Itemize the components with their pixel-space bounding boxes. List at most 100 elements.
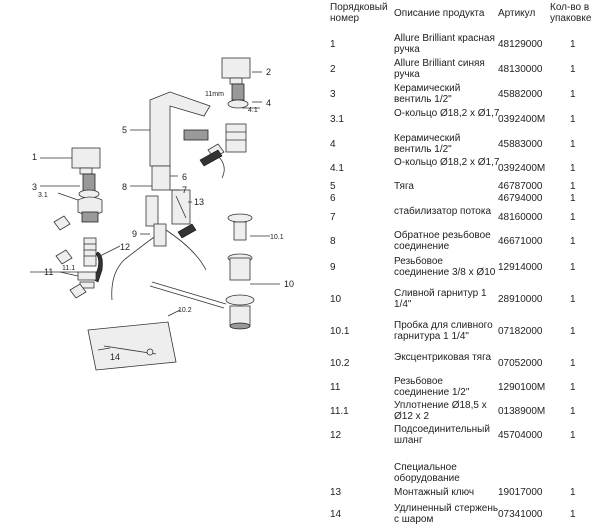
- right-valve-assembly: [207, 57, 251, 159]
- row-num: 10.1: [330, 326, 350, 337]
- callout-3-1: 3.1: [38, 192, 48, 199]
- row-desc: Обратное резьбовое соединение: [394, 230, 491, 252]
- row-article: 0392400M: [498, 163, 546, 174]
- row-desc: Удлиненный стержень с шаром: [394, 503, 499, 525]
- row-qty: 1: [570, 139, 576, 150]
- row-article: 0138900M: [498, 406, 546, 417]
- callout-11-1: 11.1: [62, 265, 75, 272]
- row-num: 6: [330, 193, 336, 204]
- header-desc: Описание продукта: [394, 8, 485, 19]
- row-num: 2: [330, 64, 336, 75]
- row-num: 3.1: [330, 114, 344, 125]
- callout-8: 8: [122, 182, 127, 192]
- row-article: 48130000: [498, 64, 543, 75]
- row-article: 1290100M: [498, 382, 546, 393]
- row-qty: 1: [570, 236, 576, 247]
- row-num: 13: [330, 487, 342, 498]
- special-equipment-heading: Специальное оборудование: [394, 462, 460, 484]
- row-article: 07341000: [498, 509, 543, 520]
- row-num: 10.2: [330, 358, 350, 369]
- row-desc: O-кольцо Ø18,2 x Ø1,7: [394, 157, 500, 168]
- row-qty: 1: [570, 262, 576, 273]
- row-article: 45882000: [498, 89, 543, 100]
- row-desc: Allure Brilliant красная ручка: [394, 33, 495, 55]
- callout-3: 3: [32, 182, 37, 192]
- row-desc: Уплотнение Ø18,5 x Ø12 x 2: [394, 400, 487, 422]
- row-article: 45704000: [498, 430, 543, 441]
- row-num: 5: [330, 181, 336, 192]
- row-qty: 1: [570, 430, 576, 441]
- callout-1: 1: [32, 152, 37, 162]
- row-num: 7: [330, 212, 336, 223]
- header-article: Артикул: [498, 8, 536, 19]
- row-qty: 1: [570, 212, 576, 223]
- row-qty: 1: [570, 358, 576, 369]
- callout-10: 10: [284, 279, 294, 289]
- row-desc: Керамический вентиль 1/2": [394, 133, 461, 155]
- extension-rod: [87, 321, 177, 371]
- row-num: 4: [330, 139, 336, 150]
- row-article: 48160000: [498, 212, 543, 223]
- callout-12: 12: [120, 242, 130, 252]
- row-article: 12914000: [498, 262, 543, 273]
- row-desc: Сливной гарнитур 1 1/4": [394, 288, 487, 310]
- row-article: 45883000: [498, 139, 543, 150]
- row-desc: Тяга: [394, 181, 414, 192]
- callout-13: 13: [194, 197, 204, 207]
- spout-part: [149, 91, 211, 167]
- row-qty: 1: [570, 294, 576, 305]
- faucet-body: [111, 91, 225, 301]
- cartridge-part: [82, 173, 96, 193]
- callout-2: 2: [266, 67, 271, 77]
- drain-plug-part: [227, 213, 253, 223]
- callout-10-2: 10.2: [178, 307, 192, 314]
- row-qty: 1: [570, 326, 576, 337]
- row-desc: Монтажный ключ: [394, 487, 475, 498]
- row-desc: стабилизатор потока: [394, 206, 492, 217]
- row-desc: Подсоединительный шланг: [394, 424, 490, 446]
- row-num: 11: [330, 382, 341, 393]
- row-num: 3: [330, 89, 336, 100]
- row-qty: 1: [570, 39, 576, 50]
- row-article: 07182000: [498, 326, 543, 337]
- row-article: 46794000: [498, 193, 543, 204]
- callout-4-1: 4.1: [248, 107, 258, 114]
- row-num: 4.1: [330, 163, 344, 174]
- blue-handle-part: [221, 57, 251, 79]
- dimension-note: 11mm: [205, 91, 224, 98]
- callout-10-1: 10.1: [270, 234, 284, 241]
- row-qty: 1: [570, 163, 576, 174]
- row-article: 46787000: [498, 181, 543, 192]
- red-handle-part: [71, 147, 101, 169]
- connector-part: [83, 237, 97, 267]
- row-num: 12: [330, 430, 342, 441]
- row-qty: 1: [570, 89, 576, 100]
- row-desc: Резьбовое соединение 3/8 x Ø10: [394, 256, 496, 278]
- row-desc: Керамический вентиль 1/2": [394, 83, 461, 105]
- row-article: 48129000: [498, 39, 543, 50]
- row-qty: 1: [570, 382, 576, 393]
- row-article: 07052000: [498, 358, 543, 369]
- row-article: 46671000: [498, 236, 543, 247]
- row-qty: 1: [570, 406, 576, 417]
- parts-diagram: 1 2 3 3.1 4 4.1 5 6 7 8 9 10 10.1 10.2 1…: [30, 57, 294, 371]
- row-desc: O-кольцо Ø18,2 x Ø1,7: [394, 108, 500, 119]
- waste-assembly: [149, 213, 255, 330]
- row-qty: 1: [570, 114, 576, 125]
- left-valve-assembly: [53, 147, 103, 299]
- row-article: 28910000: [498, 294, 543, 305]
- callout-5: 5: [122, 125, 127, 135]
- row-qty: 1: [570, 487, 576, 498]
- row-num: 10: [330, 294, 342, 305]
- row-article: 0392400M: [498, 114, 546, 125]
- callout-11: 11: [44, 267, 53, 277]
- row-desc: Allure Brilliant синяя ручка: [394, 58, 485, 80]
- row-qty: 1: [570, 64, 576, 75]
- row-desc: Эксцентриковая тяга: [394, 352, 492, 363]
- callout-4: 4: [266, 98, 271, 108]
- row-qty: 1: [570, 181, 576, 192]
- row-num: 14: [330, 509, 342, 520]
- row-desc: Резьбовое соединение 1/2": [394, 376, 470, 398]
- row-num: 1: [330, 39, 336, 50]
- row-article: 19017000: [498, 487, 543, 498]
